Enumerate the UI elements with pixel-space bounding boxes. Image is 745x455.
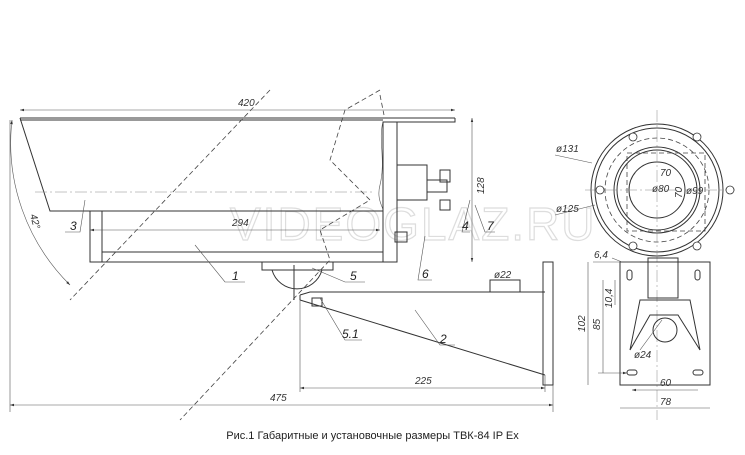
- dim-78: 78: [660, 397, 672, 408]
- dim-d80: ø80: [652, 184, 670, 195]
- dim-475: 475: [270, 393, 287, 404]
- callout-1: 1: [232, 269, 239, 283]
- dim-60: 60: [660, 378, 672, 389]
- dim-d131: ø131: [556, 144, 579, 155]
- dim-d22: ø22: [494, 270, 512, 281]
- dim-420: 420: [238, 98, 255, 109]
- dim-d24: ø24: [634, 350, 652, 361]
- dim-70-w: 70: [660, 168, 672, 179]
- callout-3: 3: [70, 219, 77, 233]
- callout-7: 7: [487, 219, 495, 233]
- side-dimensions: [9, 108, 554, 412]
- dim-d99: ø99: [686, 186, 704, 197]
- dim-85: 85: [592, 318, 603, 330]
- callout-4: 4: [462, 219, 469, 233]
- housing-side-view: [10, 89, 456, 421]
- dim-d125: ø125: [556, 204, 579, 215]
- callout-6: 6: [422, 267, 429, 281]
- figure-caption: Рис.1 Габаритные и установочные размеры …: [226, 430, 519, 442]
- dim-294: 294: [231, 218, 249, 229]
- dim-42deg: 42°: [27, 213, 42, 230]
- watermark: VIDEOGLAZ.RU: [230, 198, 597, 250]
- dim-128: 128: [476, 177, 487, 194]
- dim-70-h: 70: [674, 186, 685, 198]
- callout-2: 2: [439, 332, 447, 346]
- callout-5-1: 5.1: [342, 327, 359, 341]
- callout-leaders: [65, 199, 495, 346]
- dim-6-4: 6,4: [594, 250, 608, 261]
- callout-5: 5: [350, 269, 357, 283]
- dim-10-4: 10,4: [604, 288, 615, 308]
- wall-bracket: [299, 261, 554, 386]
- housing-front-view: [554, 110, 735, 420]
- dim-102: 102: [577, 315, 588, 332]
- dim-225: 225: [414, 376, 432, 387]
